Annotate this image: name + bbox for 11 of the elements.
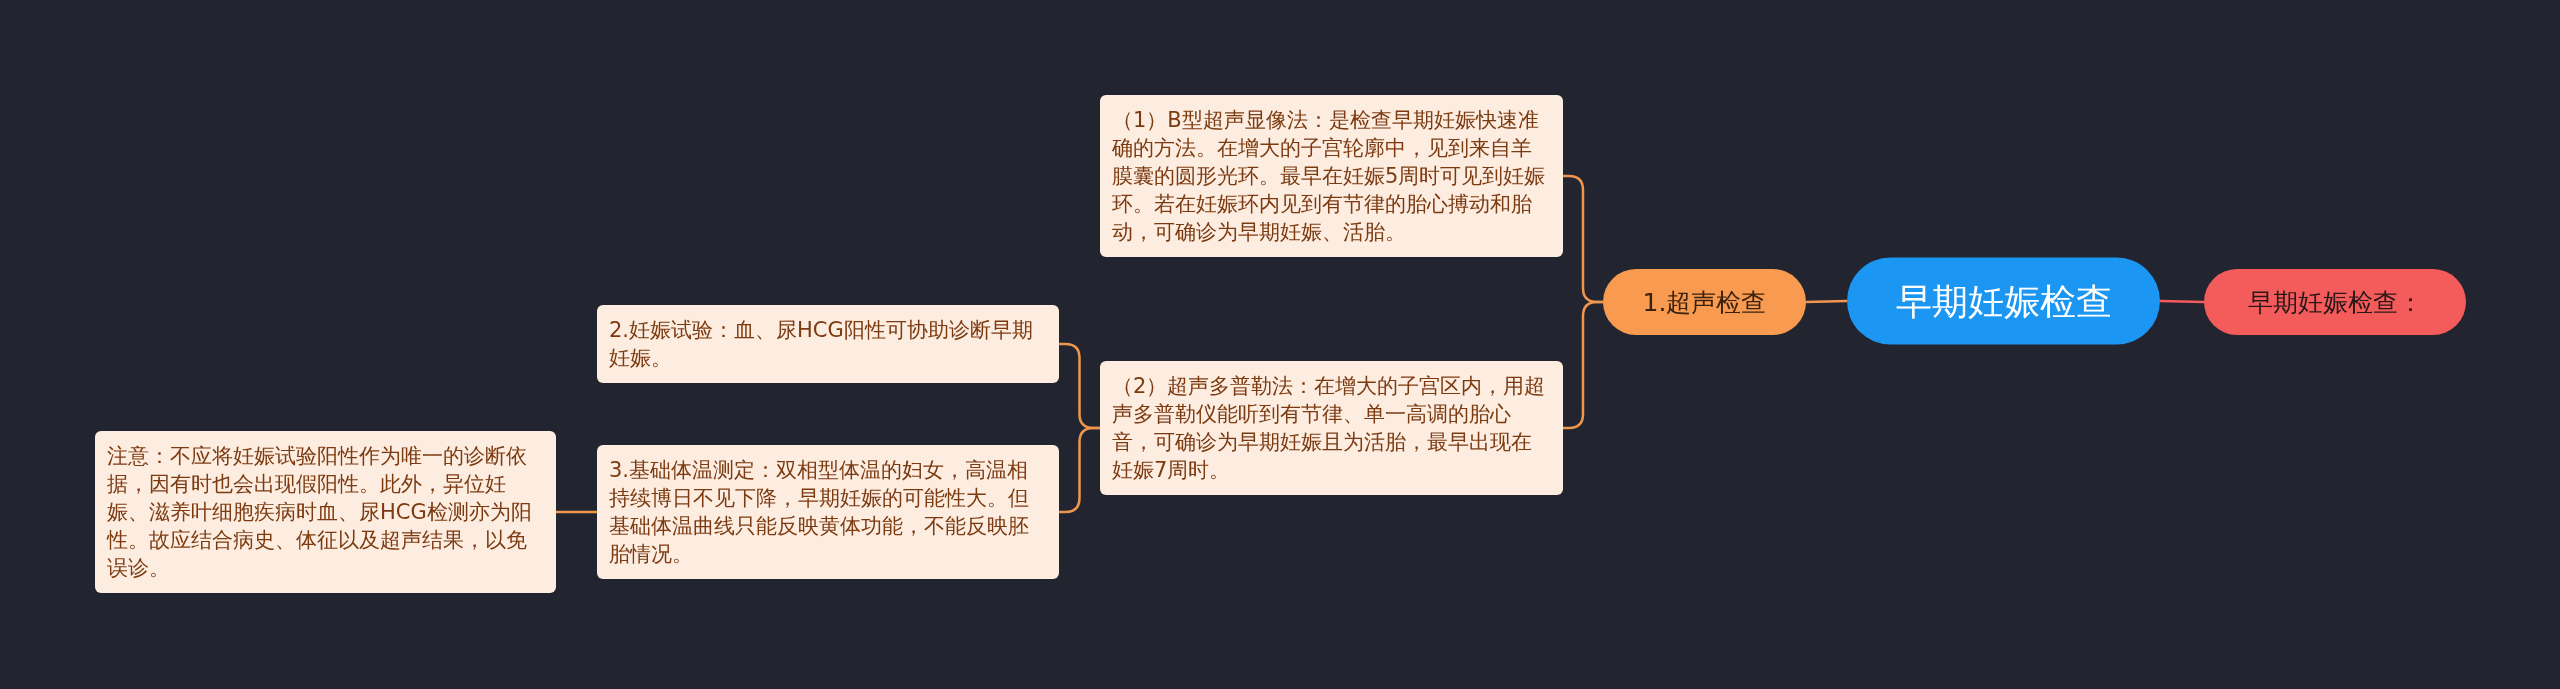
note-card: （1）B型超声显像法：是检查早期妊娠快速准确的方法。在增大的子宫轮廓中，见到来自羊膜囊的圆形光环。最早在妊娠5周时可见到妊娠环。若在妊娠环内见到有节律的胎心搏动和胎动，可确诊为早期妊娠、活胎。: [1100, 95, 1563, 257]
connector-line: [2159, 299, 2205, 304]
branch-topic: 1.超声检查: [1603, 269, 1806, 335]
side-topic: 早期妊娠检查：: [2204, 269, 2466, 335]
central-topic: 早期妊娠检查: [1847, 257, 2160, 345]
connector-line: [556, 510, 597, 514]
connector-line: [1805, 299, 1848, 304]
note-card: 3.基础体温测定：双相型体温的妇女，高温相持续博日不见下降，早期妊娠的可能性大。但基础体温曲线只能反映黄体功能，不能反映胚胎情况。: [597, 445, 1059, 579]
note-card: （2）超声多普勒法：在增大的子宫区内，用超声多普勒仪能听到有节律、单一高调的胎心音，可确诊为早期妊娠且为活胎，最早出现在妊娠7周时。: [1100, 361, 1563, 495]
note-card: 2.妊娠试验：血、尿HCG阳性可协助诊断早期妊娠。: [597, 305, 1059, 383]
note-card: 注意：不应将妊娠试验阳性作为唯一的诊断依据，因有时也会出现假阳性。此外，异位妊娠、滋养叶细胞疾病时血、尿HCG检测亦为阳性。故应结合病史、体征以及超声结果，以免误诊。: [95, 431, 556, 593]
